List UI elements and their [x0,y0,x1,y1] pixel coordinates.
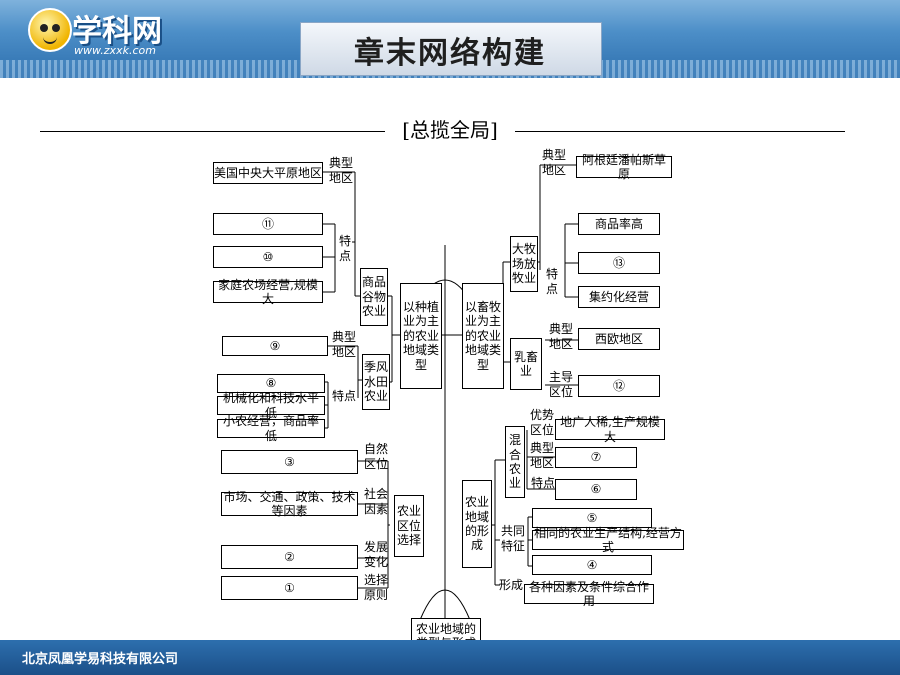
dairy-label: 乳畜业 [513,349,538,378]
grain-farming-box: 商品谷物农业 [360,268,388,326]
mixed-feature-value-box: ⑥ [555,479,637,500]
dairy-location-value: ⑫ [612,378,625,393]
mascot-eye-icon [52,24,60,32]
rice-feature-box-1: ⑧ [217,374,325,393]
mascot-mouth-icon [43,36,57,44]
common-feature-3: ④ [586,557,598,572]
mixed-advantage-value: 地广人稀,生产规模大 [560,415,660,444]
dairy-box: 乳畜业 [510,338,542,390]
location-item-value-3: ② [284,549,295,564]
ranch-feature-box-2: ⑬ [578,252,660,274]
grain-typical-label: 典型地区 [328,156,353,185]
dairy-typical-value: 西欧地区 [594,331,643,346]
location-item-label-2: 社会因素 [363,487,388,516]
section-title: [总揽全局] [402,118,498,142]
logo-url: www.zxxk.com [74,44,156,57]
common-feature-2: 相同的农业生产结构,经营方式 [534,525,682,554]
ranch-feature-1: 商品率高 [594,216,643,231]
mixed-typical-value: ⑦ [590,450,602,465]
grain-feature-box-3: 家庭农场经营,规模大 [213,278,323,306]
livestock-type-box: 以畜牧业为主的农业地域类型 [462,283,504,389]
mixed-feature-value: ⑥ [590,482,602,497]
rice-farming-box: 季风水田农业 [362,354,390,410]
mixed-advantage-label: 优势区位 [529,408,554,437]
mascot-eye-icon [40,24,48,32]
title-box [300,22,602,76]
dairy-typical-label: 典型地区 [548,322,573,351]
ranch-feature-label: 特点 [545,267,558,296]
common-feature-label: 共同特征 [500,524,525,553]
ranch-typical-value: 阿根廷潘帕斯草原 [581,152,666,181]
location-item-box-3: ② [221,545,358,569]
mixed-typical-value-box: ⑦ [555,447,637,468]
ranch-feature-3: 集约化经营 [588,289,649,304]
rice-typical-value-box: ⑨ [222,336,328,356]
common-feature-box-1: ⑤ [532,508,652,528]
rice-feature-3: 小农经营，商品率低 [222,414,319,443]
mixed-advantage-value-box: 地广人稀,生产规模大 [555,415,665,444]
planting-type-label: 以种植业为主的农业地域类型 [403,300,440,372]
grain-feature-2: ⑩ [262,249,274,264]
rice-farming-label: 季风水田农业 [364,360,389,404]
common-feature-1: ⑤ [586,510,598,525]
grain-feature-label: 特点 [338,234,351,263]
ranching-label: 大牧场放牧业 [512,242,537,286]
ranching-box: 大牧场放牧业 [510,236,538,292]
location-item-value-4: ① [284,580,295,595]
logo-text: 学科网 [72,14,162,49]
ranch-feature-box-1: 商品率高 [578,213,660,235]
logo-mascot-icon [28,8,72,52]
planting-type-box: 以种植业为主的农业地域类型 [400,283,442,389]
divider-right [515,131,845,132]
common-feature-box-2: 相同的农业生产结构,经营方式 [532,526,684,554]
location-item-box-1: ③ [221,450,358,474]
ranch-feature-2: ⑬ [612,255,625,270]
rice-feature-label: 特点 [332,389,357,403]
formation-box: 农业地域的形成 [462,480,492,568]
grain-feature-box-1: ⑪ [213,213,323,235]
livestock-type-label: 以畜牧业为主的农业地域类型 [465,300,502,372]
mixed-feature-label: 特点 [530,476,555,490]
location-choice-box: 农业区位选择 [394,495,424,557]
rice-feature-box-3: 小农经营，商品率低 [217,414,325,443]
rice-typical-value: ⑨ [269,338,281,353]
footer-bar [0,640,900,675]
ranch-typical-label: 典型地区 [542,148,567,177]
location-item-value-1: ③ [284,454,295,469]
rice-feature-box-2: 机械化和科技水平低 [217,391,325,420]
grain-farming-label: 商品谷物农业 [362,275,387,319]
mixed-farming-box: 混合农业 [505,426,525,498]
location-item-label-3: 发展变化 [363,540,388,569]
page-title: 章末网络构建 [354,36,546,71]
form-value: 各种因素及条件综合作用 [528,579,649,608]
mixed-typical-label: 典型地区 [529,441,554,470]
location-item-box-4: ① [221,576,358,600]
dairy-location-value-box: ⑫ [578,375,660,397]
location-item-box-2: 市场、交通、政策、技术等因素 [221,489,358,518]
location-item-value-2: 市场、交通、政策、技术等因素 [223,489,356,518]
grain-feature-3: 家庭农场经营,规模大 [218,277,318,306]
ranch-feature-box-3: 集约化经营 [578,286,660,308]
rice-typical-label: 典型地区 [332,330,357,359]
grain-typical-value-box: 美国中央大平原地区 [213,162,323,184]
footer-company: 北京凤凰学易科技有限公司 [22,652,179,667]
dairy-location-label: 主导区位 [548,370,573,399]
grain-feature-1: ⑪ [261,216,274,231]
form-label: 形成 [498,578,523,592]
divider-left [40,131,385,132]
location-item-label-1: 自然区位 [363,442,388,471]
location-choice-label: 农业区位选择 [396,504,421,548]
ranch-typical-value-box: 阿根廷潘帕斯草原 [576,153,672,181]
grain-feature-box-2: ⑩ [213,246,323,268]
mixed-farming-label: 混合农业 [508,433,521,491]
dairy-typical-value-box: 西欧地区 [578,328,660,350]
rice-feature-1: ⑧ [265,376,277,391]
grain-typical-value: 美国中央大平原地区 [214,165,323,180]
common-feature-box-3: ④ [532,555,652,575]
formation-label: 农业地域的形成 [464,495,489,553]
form-value-box: 各种因素及条件综合作用 [524,580,654,608]
location-item-label-4: 选择原则 [363,573,388,602]
rice-feature-2: 机械化和科技水平低 [222,391,319,420]
